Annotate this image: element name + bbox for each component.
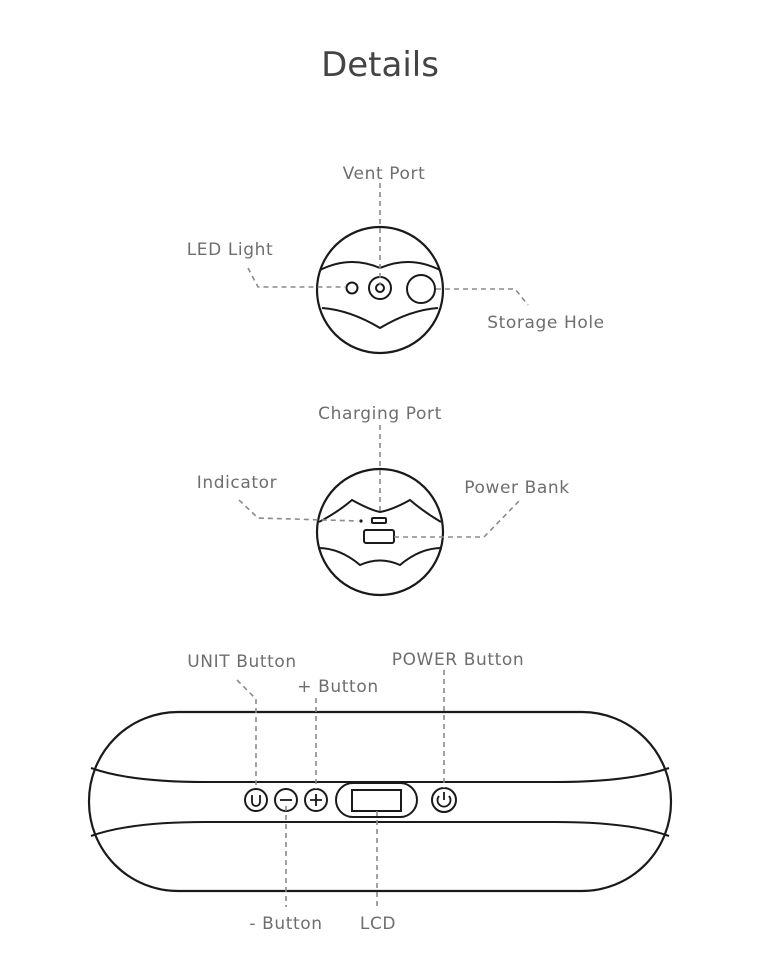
storage-hole-icon bbox=[406, 274, 436, 304]
leader-led-light bbox=[247, 267, 345, 288]
unit-button[interactable] bbox=[244, 788, 268, 812]
unit-button-ring bbox=[244, 788, 268, 812]
led-light-icon bbox=[345, 281, 359, 295]
label-plus-button: + Button bbox=[297, 677, 378, 697]
label-vent-port: Vent Port bbox=[343, 164, 426, 184]
leader-storage-hole bbox=[436, 288, 529, 306]
body-lower-contour bbox=[90, 821, 670, 837]
indicator-icon bbox=[359, 519, 363, 523]
device-body bbox=[87, 710, 673, 893]
charging-port-icon bbox=[371, 517, 387, 524]
bottom-end-view bbox=[315, 467, 445, 597]
label-power-button: POWER Button bbox=[392, 650, 525, 670]
leader-indicator bbox=[238, 499, 359, 522]
label-led-light: LED Light bbox=[187, 240, 274, 260]
label-storage-hole: Storage Hole bbox=[487, 313, 604, 333]
bottom-cap-upper-contour bbox=[318, 498, 442, 523]
top-end-view bbox=[315, 225, 445, 355]
bottom-end-cap bbox=[315, 467, 445, 597]
top-cap-lower-contour bbox=[321, 307, 439, 330]
label-unit-button: UNIT Button bbox=[187, 652, 297, 672]
label-power-bank: Power Bank bbox=[464, 478, 570, 498]
lcd-bezel bbox=[335, 782, 418, 818]
label-indicator: Indicator bbox=[197, 473, 278, 493]
label-lcd: LCD bbox=[360, 914, 396, 934]
plus-icon bbox=[310, 794, 322, 806]
side-view bbox=[87, 710, 673, 893]
power-icon bbox=[436, 795, 452, 808]
label-minus-button: - Button bbox=[249, 914, 322, 934]
unit-icon bbox=[251, 795, 261, 807]
leader-power-bank bbox=[394, 499, 521, 538]
bottom-cap-lower-contour bbox=[317, 547, 443, 567]
page-title: Details bbox=[321, 45, 439, 85]
label-charging-port: Charging Port bbox=[318, 404, 442, 424]
top-end-cap bbox=[315, 225, 445, 355]
